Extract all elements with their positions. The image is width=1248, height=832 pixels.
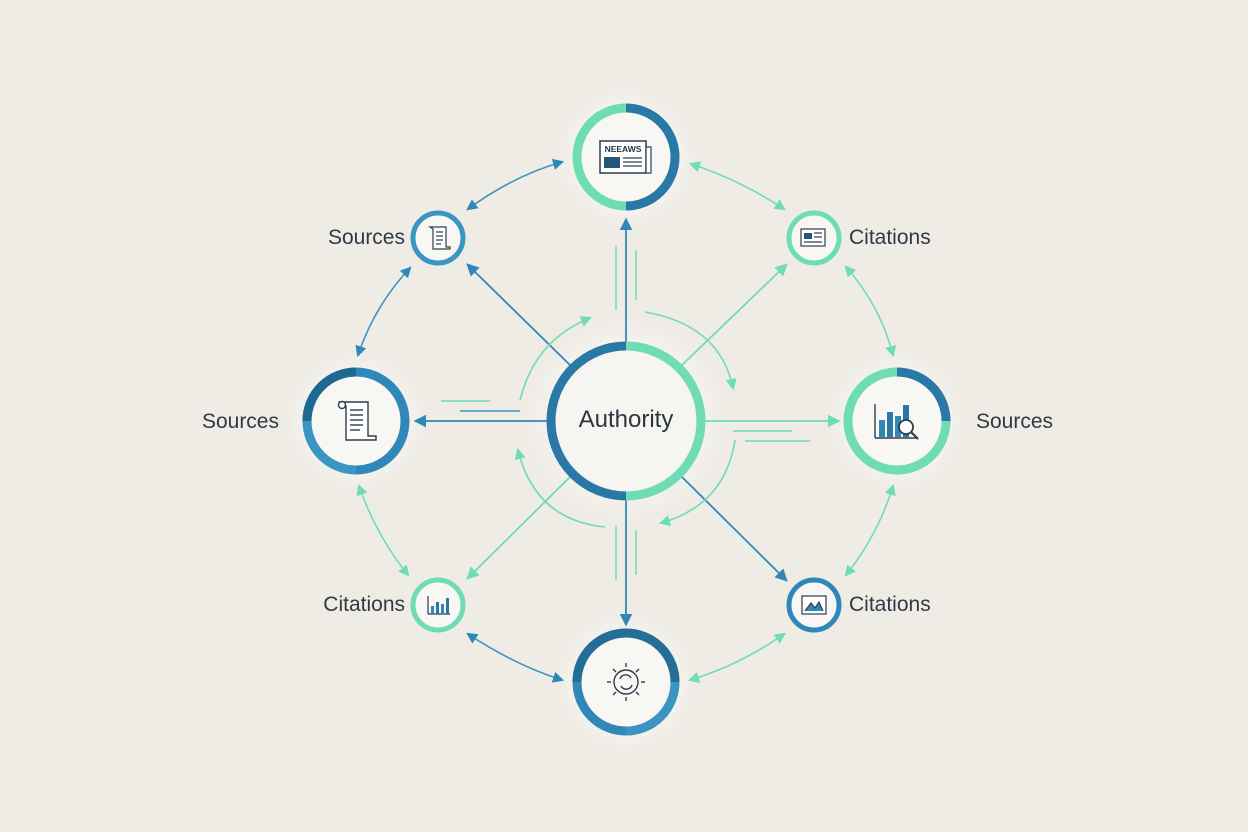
newspaper-icon (800, 228, 826, 247)
connector-left-lowerleft (356, 483, 410, 577)
connector-bottom-lowerright (687, 632, 786, 683)
spoke-lowerleft (466, 475, 572, 580)
label-left: Sources (201, 410, 279, 433)
newspaper-icon: NEEAWS (599, 140, 652, 174)
gear-refresh-icon (607, 663, 645, 701)
label-lower-left: Citations (323, 593, 405, 616)
label-upper-left: Sources (327, 226, 405, 249)
node-lower-left[interactable] (410, 577, 466, 633)
radial-spokes (413, 217, 841, 627)
node-lower-right[interactable] (786, 577, 842, 633)
connector-upperleft-top (466, 158, 565, 211)
connector-right-lowerright (844, 483, 896, 577)
label-lower-right: Citations (849, 593, 931, 616)
connector-lowerleft-bottom (466, 632, 565, 683)
spoke-upperleft (466, 263, 572, 367)
image-frame-icon (801, 595, 827, 615)
node-right[interactable] (843, 367, 951, 475)
connector-upperright-right (844, 265, 897, 358)
connector-upperleft-left (355, 266, 412, 358)
bar-chart-icon (427, 596, 450, 615)
node-top[interactable]: NEEAWS (572, 103, 680, 211)
newspaper-masthead: NEEAWS (605, 144, 642, 154)
outer-connectors (355, 158, 897, 683)
node-upper-left[interactable] (410, 210, 466, 266)
scroll-document-icon (337, 400, 377, 441)
center-node[interactable] (546, 341, 706, 501)
rotation-arcs (514, 311, 737, 528)
node-upper-right[interactable] (786, 210, 842, 266)
connector-top-upperright (688, 161, 786, 211)
node-bottom[interactable] (572, 628, 680, 736)
label-upper-right: Citations (849, 226, 931, 249)
spoke-upperright (680, 263, 788, 367)
scroll-document-icon (428, 226, 451, 250)
center-label: Authority (578, 406, 674, 433)
label-right: Sources (976, 410, 1054, 433)
motion-lines (441, 245, 810, 580)
chart-magnifier-icon (874, 404, 919, 440)
node-left[interactable] (302, 367, 410, 475)
spoke-lowerright (680, 475, 788, 582)
